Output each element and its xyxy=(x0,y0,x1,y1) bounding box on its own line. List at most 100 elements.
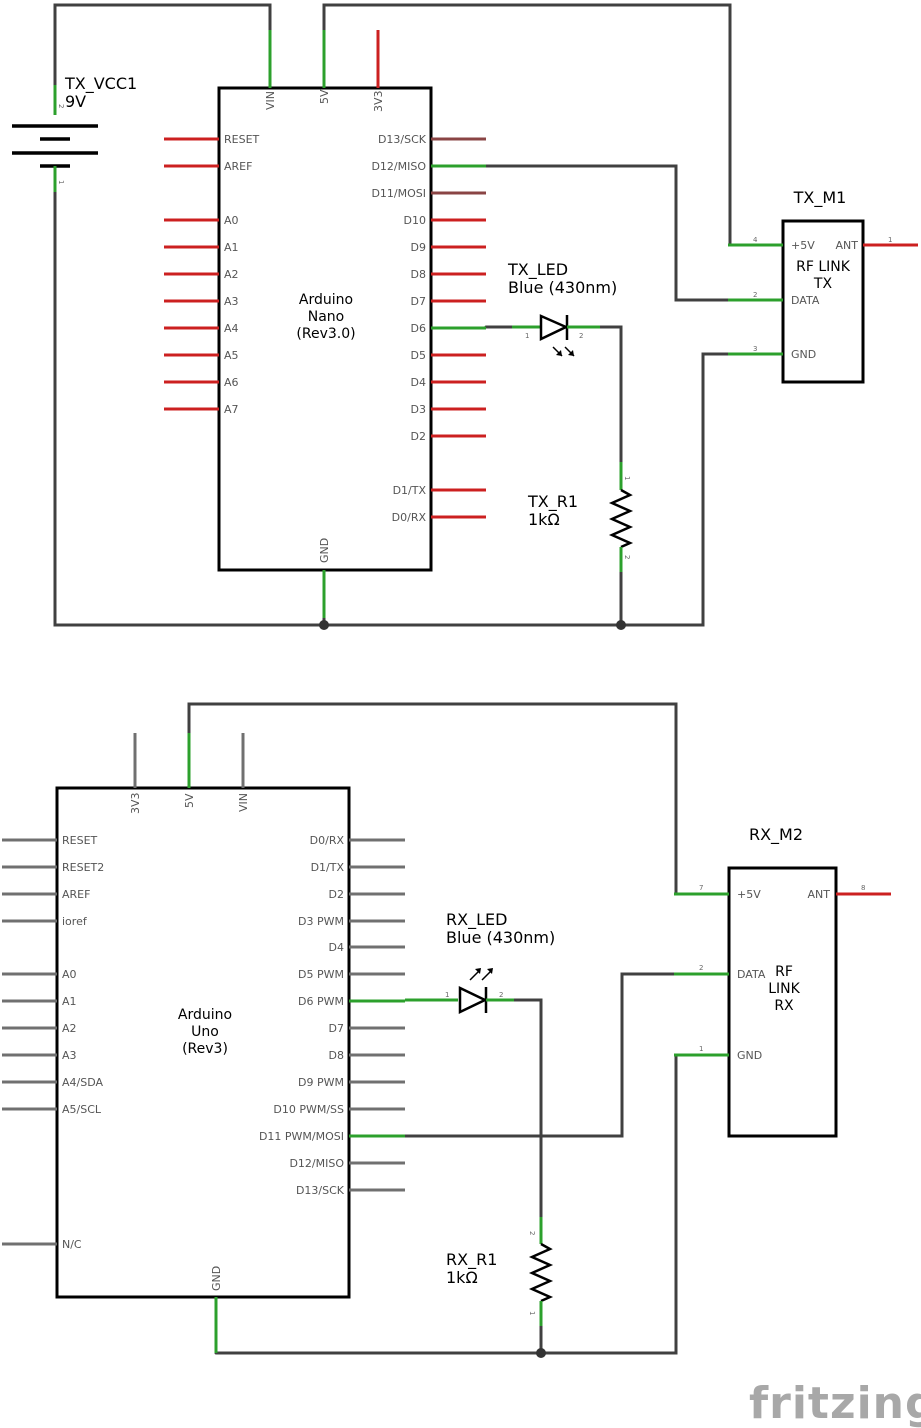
wire-led-resistor[interactable] xyxy=(598,325,623,464)
pin-num: 1 xyxy=(699,1045,703,1053)
pin-label: D0/RX xyxy=(392,511,427,524)
uno-left-pins: RESET RESET2 AREF ioref A0 A1 A2 A3 A4/S… xyxy=(2,834,104,1251)
pin-label: A7 xyxy=(224,403,239,416)
nano-left-pins: RESET AREF A0 A1 A2 A3 A4 A5 A6 A7 xyxy=(164,133,260,416)
battery-ref: TX_VCC1 xyxy=(64,74,137,94)
pin-label: ANT xyxy=(836,239,859,252)
pin-label: GND xyxy=(737,1049,762,1062)
nano-label: (Rev3.0) xyxy=(296,326,355,342)
pin-label: D10 xyxy=(404,214,426,227)
pin-label: VIN xyxy=(237,793,250,812)
tx-circuit: TX_VCC1 9V 2 1 Arduino Nano (Rev3.0) VIN… xyxy=(12,3,918,630)
pin-label: D7 xyxy=(329,1022,344,1035)
led-arrow-icon xyxy=(568,350,574,356)
arduino-uno[interactable]: Arduino Uno (Rev3) 3V3 5V VIN GND xyxy=(2,733,405,1353)
pin-label: A4 xyxy=(224,322,239,335)
pin-label: D6 PWM xyxy=(298,995,344,1008)
pin-label: DATA xyxy=(791,294,820,307)
rx-module-label: RX xyxy=(774,998,794,1014)
battery-pin-num: 1 xyxy=(57,180,65,184)
resistor-ref: RX_R1 xyxy=(446,1250,497,1270)
pin-label: A2 xyxy=(62,1022,77,1035)
pin-label: AREF xyxy=(224,160,252,173)
pin-label: D6 xyxy=(411,322,426,335)
led-value: Blue (430nm) xyxy=(446,928,555,947)
resistor-pin-num: 1 xyxy=(528,1311,536,1315)
pin-label: GND xyxy=(210,1266,223,1291)
pin-label: D4 xyxy=(329,941,344,954)
pin-label: A2 xyxy=(224,268,239,281)
tx-battery[interactable]: TX_VCC1 9V 2 1 xyxy=(12,74,137,192)
rx-module-body xyxy=(727,866,838,1138)
uno-body xyxy=(55,786,351,1299)
resistor-value: 1kΩ xyxy=(528,510,560,529)
pin-label: A0 xyxy=(62,968,77,981)
battery-pin-num: 2 xyxy=(57,104,65,108)
wire-d11-data[interactable] xyxy=(403,972,702,1138)
pin-label: D4 xyxy=(411,376,426,389)
pin-label: A1 xyxy=(224,241,239,254)
pin-label: D13/SCK xyxy=(378,133,427,146)
pin-label: A1 xyxy=(62,995,77,1008)
pin-num: 4 xyxy=(753,236,758,244)
pin-label: RESET xyxy=(62,834,98,847)
pin-label: D9 xyxy=(411,241,426,254)
pin-num: 1 xyxy=(888,236,892,244)
tx-module-label: RF LINK xyxy=(796,259,851,275)
pin-num: 2 xyxy=(753,291,757,299)
pin-label: GND xyxy=(318,538,331,563)
resistor-pin-num: 1 xyxy=(623,476,631,480)
tx-module-ref: TX_M1 xyxy=(793,188,847,208)
resistor-ref: TX_R1 xyxy=(527,492,578,512)
rx-led[interactable]: RX_LED Blue (430nm) 1 2 xyxy=(405,910,555,1014)
wire-ground-bus[interactable] xyxy=(53,188,762,627)
tx-module-label: TX xyxy=(813,276,833,292)
pin-label: D9 PWM xyxy=(298,1076,344,1089)
wire-battery-vin[interactable] xyxy=(53,3,272,87)
pin-label: A5 xyxy=(224,349,239,362)
pin-label: D5 xyxy=(411,349,426,362)
nano-label: Nano xyxy=(308,309,345,325)
pin-label: D8 xyxy=(329,1049,344,1062)
pin-label: D2 xyxy=(411,430,426,443)
pin-label: D2 xyxy=(329,888,344,901)
pin-label: D5 PWM xyxy=(298,968,344,981)
led-pin-num: 1 xyxy=(445,991,449,999)
arduino-nano[interactable]: Arduino Nano (Rev3.0) VIN 5V 3V3 GND xyxy=(164,30,486,618)
pin-label: RESET xyxy=(224,133,260,146)
led-arrow-icon xyxy=(487,968,493,974)
pin-label: D3 PWM xyxy=(298,915,344,928)
rx-circuit: Arduino Uno (Rev3) 3V3 5V VIN GND xyxy=(2,702,891,1358)
rx-rf-module[interactable]: RX_M2 RF LINK RX +5V DATA GND ANT 7 2 1 … xyxy=(674,825,891,1138)
wire-d12-data[interactable] xyxy=(484,164,762,302)
pin-label: ANT xyxy=(808,888,831,901)
pin-label: 5V xyxy=(318,89,331,104)
wire-led-resistor[interactable] xyxy=(512,998,543,1219)
led-pin-num: 1 xyxy=(525,332,529,340)
rx-module-label: RF xyxy=(775,964,793,980)
resistor-value: 1kΩ xyxy=(446,1268,478,1287)
tx-rf-module[interactable]: TX_M1 RF LINK TX +5V DATA GND ANT 4 2 3 … xyxy=(728,188,918,384)
pin-label: GND xyxy=(791,348,816,361)
pin-label: D1/TX xyxy=(393,484,427,497)
pin-label: 3V3 xyxy=(372,90,385,112)
resistor-pin-num: 2 xyxy=(623,555,631,559)
rx-resistor[interactable]: RX_R1 1kΩ 2 1 xyxy=(446,1217,554,1326)
pin-label: A3 xyxy=(224,295,239,308)
uno-label: Uno xyxy=(191,1024,219,1040)
pin-label: +5V xyxy=(791,239,815,252)
pin-label: +5V xyxy=(737,888,761,901)
led-arrow-icon xyxy=(475,968,481,974)
pin-label: A4/SDA xyxy=(62,1076,103,1089)
junction-dot xyxy=(319,620,329,630)
pin-num: 8 xyxy=(861,884,865,892)
led-triangle xyxy=(458,986,488,1014)
tx-resistor[interactable]: TX_R1 1kΩ 1 2 xyxy=(527,462,634,572)
junction-dot xyxy=(536,1348,546,1358)
resistor-pin-num: 2 xyxy=(528,1231,536,1235)
led-ref: TX_LED xyxy=(507,260,568,280)
pin-label: D11/MOSI xyxy=(371,187,426,200)
pin-label: D13/SCK xyxy=(296,1184,345,1197)
tx-led[interactable]: TX_LED Blue (430nm) 1 2 xyxy=(507,260,617,357)
